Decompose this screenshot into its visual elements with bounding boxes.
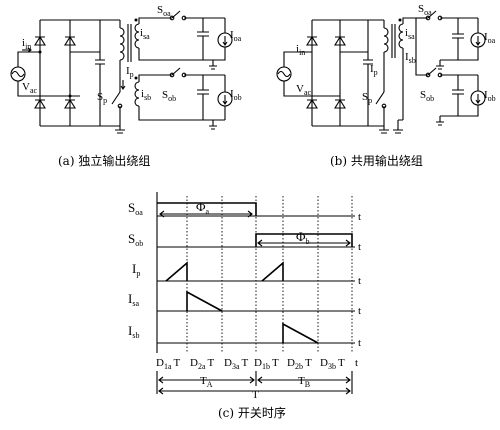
caption-c: (c) 开关时序 <box>218 405 286 420</box>
circuit-b: iin Vac Ip Sp isa I <box>276 3 496 134</box>
shared-current-a-label: isa <box>405 27 415 41</box>
caption-a: (a) 独立输出绕组 <box>58 153 150 168</box>
bulk-capacitor-icon <box>95 20 105 126</box>
soa-pulse <box>157 202 257 216</box>
primary-switch-b-label: Sp <box>362 91 372 105</box>
interval-end-t: t <box>355 357 358 369</box>
bulk-capacitor-b-icon <box>363 20 373 126</box>
ground-b-icon <box>209 120 217 130</box>
row-label-isb: Isb <box>128 323 139 340</box>
switch-oa-label: Soa <box>157 4 171 18</box>
ground-icon <box>100 125 125 134</box>
switch-oa-b-label: Soa <box>418 3 432 17</box>
load-b-label: Iob <box>230 88 242 102</box>
ground-outputs-b-icon <box>436 60 444 126</box>
input-current-b-label: iin <box>296 43 305 57</box>
isa-t-label: t <box>358 305 361 317</box>
row-label-ip: Ip <box>132 261 140 278</box>
switch-ob-label: Sob <box>162 89 176 103</box>
primary-coil-b-icon <box>383 27 389 53</box>
primary-switch-label: Sp <box>97 91 107 105</box>
shared-secondary-coil-icon <box>398 23 404 49</box>
load-b-b-label: Iob <box>484 89 496 103</box>
bridge-diodes-icon <box>34 35 76 109</box>
input-current-label: iin <box>22 37 31 51</box>
timing-diagram: Soa Sob Ip Isa Isb t Φa t Φb t t <box>128 192 361 401</box>
input-voltage-b-label: Vac <box>296 83 312 97</box>
secondary-b-current-label: isb <box>141 88 151 102</box>
secondary-a-coil-icon <box>134 23 140 49</box>
isa-fall <box>186 290 223 312</box>
secondary-a-current-label: isa <box>140 27 150 41</box>
row-label-soa: Soa <box>128 200 143 217</box>
primary-current-b-label: Ip <box>370 63 378 77</box>
sob-t-label: t <box>358 241 361 253</box>
primary-current-label: Ip <box>126 65 134 79</box>
isb-t-label: t <box>358 337 361 349</box>
isb-fall <box>282 322 319 344</box>
ip-ramp-b <box>261 261 284 282</box>
load-a-b-label: Ioa <box>484 31 496 45</box>
phase-a-label: Φa <box>196 199 210 216</box>
ip-ramp-a <box>165 261 188 282</box>
period-label: T <box>252 389 259 401</box>
period-b-label: TB <box>298 375 310 389</box>
primary-coil-icon <box>119 27 125 61</box>
output-b-capacitor-icon <box>197 75 209 120</box>
primary-switch-b-icon <box>375 91 385 126</box>
row-label-isa: Isa <box>128 291 139 308</box>
ground-b-primary-icon <box>370 125 389 134</box>
period-a-label: TA <box>200 375 213 389</box>
output-a-capacitor-icon <box>197 18 209 60</box>
circuit-a: iin Vac Ip Sp <box>10 4 242 134</box>
ip-t-label: t <box>358 275 361 287</box>
soa-t-label: t <box>358 211 361 223</box>
shared-current-b-label: Isb <box>405 51 416 65</box>
primary-switch-icon <box>111 91 121 126</box>
ground-a-icon <box>209 60 217 70</box>
sob-pulse <box>255 233 353 247</box>
load-a-label: Ioa <box>230 29 242 43</box>
caption-b: (b) 共用输出绕组 <box>330 153 423 168</box>
switch-ob-b-label: Sob <box>420 89 434 103</box>
input-voltage-label: Vac <box>22 81 38 95</box>
ac-wave-icon <box>11 70 25 78</box>
secondary-b-coil-icon <box>134 81 140 107</box>
phase-b-label: Φb <box>296 229 310 246</box>
row-label-sob: Sob <box>128 231 143 248</box>
bridge-b-diodes-icon <box>306 35 346 109</box>
